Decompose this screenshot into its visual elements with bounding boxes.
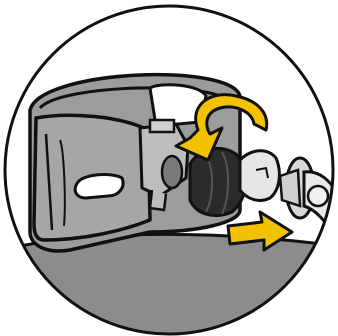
valve-outlet — [162, 156, 182, 188]
collar-handle-slot — [75, 175, 123, 198]
coupling-nut — [190, 148, 246, 215]
regulator-fitting — [240, 151, 279, 201]
valve-top-cap — [150, 120, 174, 132]
hose-cap — [308, 186, 328, 206]
hose-connector — [280, 170, 300, 206]
